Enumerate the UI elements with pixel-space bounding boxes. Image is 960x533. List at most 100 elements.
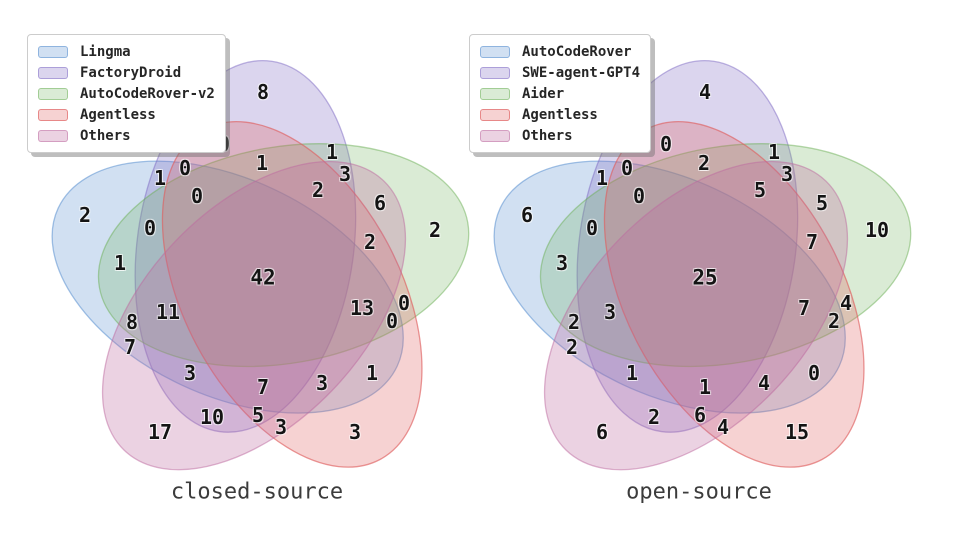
- venn-panel-closed: 271318013130701104282317103061012352 Lin…: [0, 0, 478, 533]
- legend-swatch-icon: [38, 45, 68, 58]
- region-count-00010: 15: [784, 420, 810, 444]
- region-count-11111: 42: [250, 265, 276, 290]
- region-count-11101: 3: [603, 300, 617, 324]
- region-count-10110: 2: [827, 309, 841, 333]
- legend-item-others: Others: [480, 125, 640, 146]
- region-count-01000: 4: [698, 80, 712, 104]
- region-count-11001: 1: [625, 361, 639, 385]
- region-count-11100: 0: [143, 216, 157, 240]
- region-count-10000: 2: [78, 203, 92, 227]
- ellipse-factorydroid: [134, 59, 357, 433]
- region-count-00100: 10: [864, 218, 890, 242]
- legend-item-lingma: Lingma: [38, 41, 215, 62]
- region-count-00110: 4: [839, 291, 853, 315]
- legend-item-autocoderover-v2: AutoCodeRover-v2: [38, 83, 215, 104]
- region-count-11110: 0: [632, 184, 646, 208]
- region-count-10100: 1: [113, 251, 127, 275]
- region-count-01101: 3: [780, 162, 794, 186]
- diagram-caption: closed-source: [170, 479, 344, 505]
- region-count-00111: 2: [363, 230, 377, 254]
- legend-item-autocoderover: AutoCodeRover: [480, 41, 640, 62]
- region-count-10111: 13: [349, 296, 375, 320]
- region-count-10010: 1: [365, 361, 379, 385]
- legend-label: Aider: [522, 85, 565, 102]
- legend-swatch-icon: [38, 87, 68, 100]
- legend-item-aider: Aider: [480, 83, 640, 104]
- diagram-caption: open-source: [626, 479, 772, 505]
- region-count-01100: 1: [325, 140, 339, 164]
- region-count-00011: 3: [274, 415, 288, 439]
- legend-label: Others: [80, 127, 131, 144]
- region-count-11010: 0: [620, 156, 634, 180]
- region-count-00010: 3: [348, 420, 362, 444]
- region-count-01001: 2: [647, 405, 661, 429]
- region-count-10100: 3: [555, 251, 569, 275]
- legend-label: SWE-agent-GPT4: [522, 64, 641, 81]
- region-count-11111: 25: [692, 265, 718, 290]
- legend-label: Agentless: [80, 106, 156, 123]
- region-count-01111: 5: [753, 178, 767, 202]
- legend-item-agentless: Agentless: [480, 104, 640, 125]
- region-count-10001: 2: [565, 335, 579, 359]
- region-count-11011: 1: [698, 375, 712, 399]
- region-count-10011: 4: [757, 371, 771, 395]
- region-count-00111: 7: [805, 230, 819, 254]
- region-count-11110: 0: [190, 184, 204, 208]
- legend-item-others: Others: [38, 125, 215, 146]
- ellipse-others: [101, 160, 407, 471]
- region-count-11100: 0: [585, 216, 599, 240]
- region-count-01110: 2: [697, 151, 711, 175]
- region-count-01011: 5: [251, 403, 265, 427]
- ellipse-swe-agent-gpt4: [576, 59, 799, 433]
- legend-swatch-icon: [480, 66, 510, 79]
- region-count-00110: 0: [397, 291, 411, 315]
- region-count-00001: 17: [147, 420, 173, 444]
- region-count-10101: 8: [125, 310, 139, 334]
- region-count-10101: 2: [567, 310, 581, 334]
- ellipse-aider: [539, 143, 912, 368]
- region-count-01010: 0: [659, 132, 673, 156]
- legend-swatch-icon: [480, 87, 510, 100]
- region-count-01001: 10: [199, 405, 225, 429]
- legend-label: Others: [522, 127, 573, 144]
- ellipse-autocoderover-v2: [97, 143, 470, 368]
- legend-swatch-icon: [480, 108, 510, 121]
- region-count-11101: 11: [155, 300, 181, 324]
- legend-swatch-icon: [480, 129, 510, 142]
- region-count-10010: 0: [807, 361, 821, 385]
- region-count-10001: 7: [123, 335, 137, 359]
- legend-item-factorydroid: FactoryDroid: [38, 62, 215, 83]
- legend-swatch-icon: [38, 108, 68, 121]
- legend-label: Agentless: [522, 106, 598, 123]
- region-count-10000: 6: [520, 203, 534, 227]
- legend-label: AutoCodeRover: [522, 43, 632, 60]
- legend-swatch-icon: [38, 66, 68, 79]
- region-count-00100: 2: [428, 218, 442, 242]
- region-count-00101: 5: [815, 191, 829, 215]
- legend-label: AutoCodeRover-v2: [80, 85, 215, 102]
- legend-label: FactoryDroid: [80, 64, 182, 81]
- legend-swatch-icon: [480, 45, 510, 58]
- region-counts: 271318013130701104282317103061012352: [0, 0, 478, 533]
- region-count-11001: 3: [183, 361, 197, 385]
- region-count-11000: 1: [595, 166, 609, 190]
- ellipse-others: [543, 160, 849, 471]
- legend-item-agentless: Agentless: [38, 104, 215, 125]
- region-count-01111: 2: [311, 178, 325, 202]
- region-count-01000: 8: [256, 80, 270, 104]
- region-count-10111: 7: [797, 296, 811, 320]
- region-count-10011: 3: [315, 371, 329, 395]
- legend-swatch-icon: [38, 129, 68, 142]
- region-count-00011: 4: [716, 415, 730, 439]
- venn-diagram-closed-source: [51, 59, 470, 471]
- region-count-01100: 1: [767, 140, 781, 164]
- region-count-01011: 6: [693, 403, 707, 427]
- region-count-11000: 1: [153, 166, 167, 190]
- region-count-10110: 0: [385, 309, 399, 333]
- region-count-01110: 1: [255, 151, 269, 175]
